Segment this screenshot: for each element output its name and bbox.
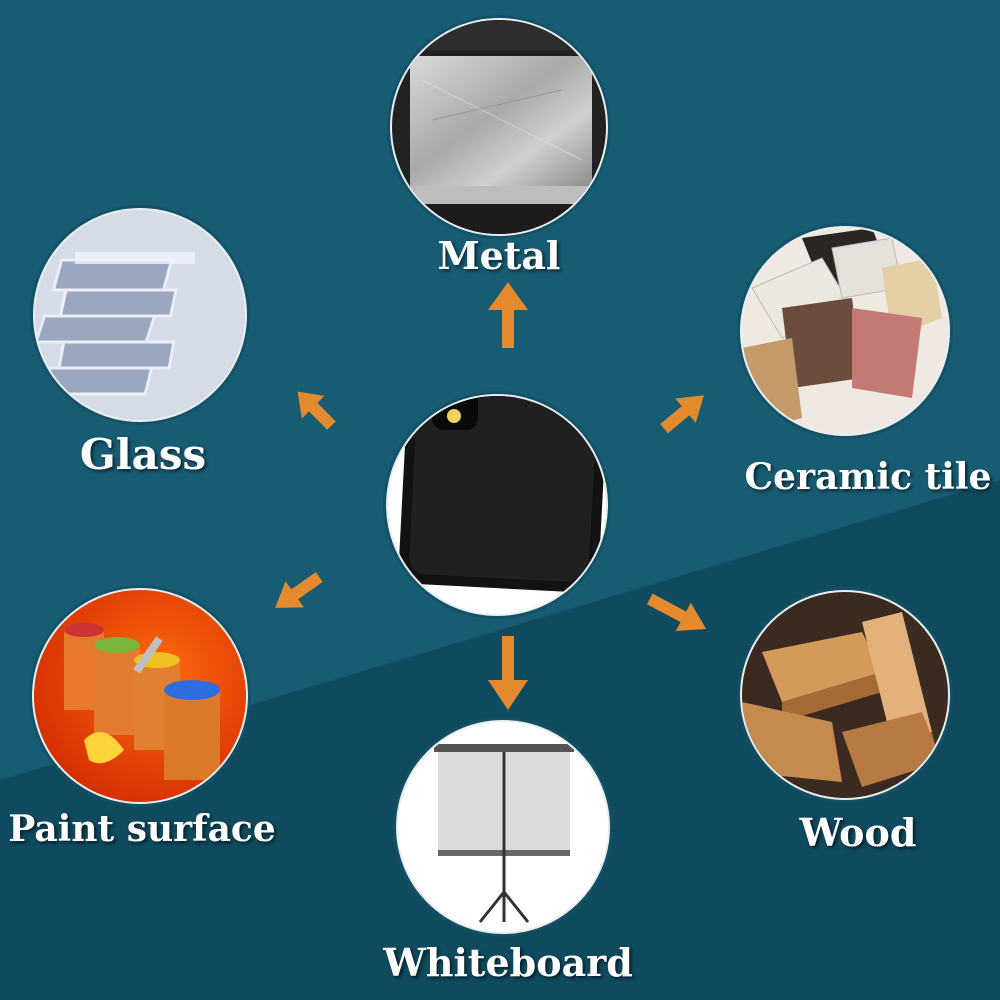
whiteboard-circle	[398, 722, 608, 932]
whiteboard-label: Whiteboard	[383, 940, 633, 985]
metal-circle	[392, 20, 606, 234]
paint-surface-label: Paint surface	[8, 808, 276, 850]
arrow-icon	[488, 282, 528, 348]
wood-label: Wood	[799, 810, 917, 855]
arrow-icon	[660, 395, 704, 434]
arrow-icon	[488, 636, 528, 710]
phone-case-circle	[388, 396, 606, 614]
metal-label: Metal	[437, 233, 561, 278]
ceramic-tiles-image	[742, 228, 948, 434]
phone-case-image	[388, 396, 606, 614]
glass-panes-image	[35, 210, 245, 420]
paint-cans-image	[34, 590, 246, 802]
projection-screen-image	[398, 722, 608, 932]
arrow-icon	[275, 572, 323, 609]
glass-circle	[35, 210, 245, 420]
ceramic-tile-circle	[742, 228, 948, 434]
ceramic-tile-label: Ceramic tile	[744, 456, 992, 498]
wood-blocks-image	[742, 592, 948, 798]
arrow-icon	[297, 391, 336, 430]
glass-label: Glass	[79, 430, 207, 479]
paint-surface-circle	[34, 590, 246, 802]
wood-circle	[742, 592, 948, 798]
arrow-icon	[646, 593, 707, 631]
metal-plate-image	[392, 20, 606, 234]
